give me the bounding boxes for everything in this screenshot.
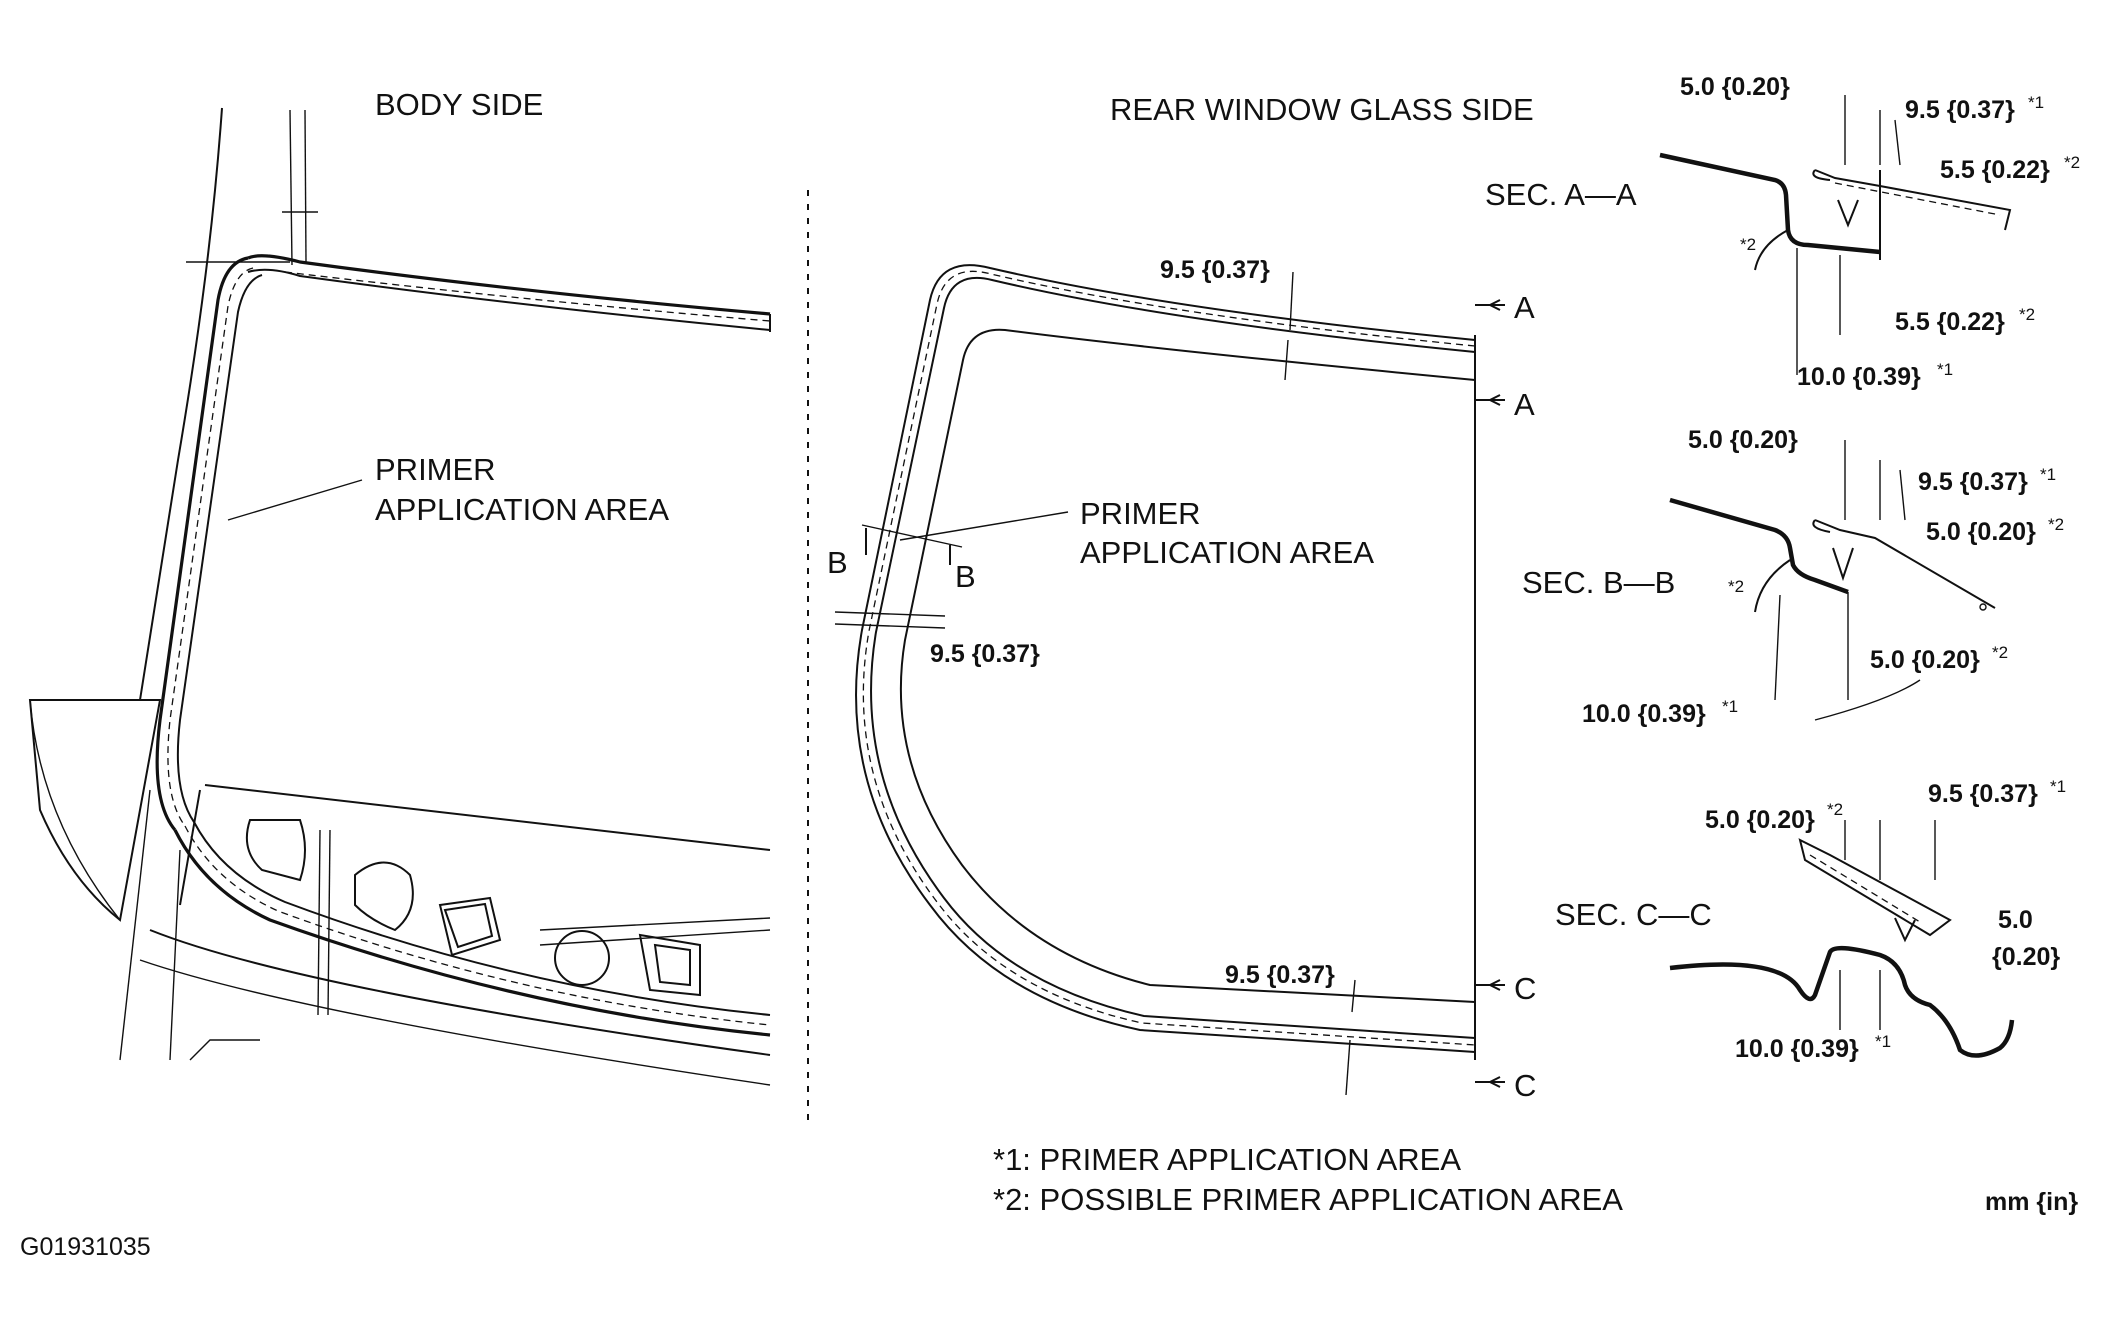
section-bb-dim5-mark: *1: [1722, 697, 1738, 716]
section-aa-dim3-mark: *2: [2064, 153, 2080, 172]
bottom-band-dimension: 9.5 {0.37}: [1225, 961, 1335, 989]
section-bb-dim2: 9.5 {0.37}: [1918, 468, 2028, 496]
side-band-dimension: 9.5 {0.37}: [930, 640, 1040, 668]
section-bb-drawing: [1669, 440, 1996, 721]
section-bb-dim2-mark: *1: [2040, 465, 2056, 484]
section-cc-dim3-line2: {0.20}: [1992, 943, 2060, 971]
section-aa-title: SEC. A—A: [1485, 177, 1637, 212]
section-bb-dim5: 10.0 {0.39}: [1582, 700, 1706, 728]
section-aa-dim5: 10.0 {0.39}: [1797, 363, 1921, 391]
section-aa-dim4-mark: *2: [2019, 305, 2035, 324]
section-bb-dim4-mark: *2: [1992, 643, 2008, 662]
glass-primer-label-line1: PRIMER: [1080, 496, 1201, 531]
section-aa-dim2-mark: *1: [2028, 93, 2044, 112]
section-cc-dim3-line1: 5.0: [1998, 906, 2033, 934]
body-primer-label-line1: PRIMER: [375, 452, 496, 487]
section-cc-dim4-mark: *1: [1875, 1032, 1891, 1051]
section-aa-dim4: 5.5 {0.22}: [1895, 308, 2005, 336]
section-aa-drawing: [1659, 95, 2012, 375]
glass-primer-label-line2: APPLICATION AREA: [1080, 535, 1374, 570]
section-aa-dim1: 5.0 {0.20}: [1680, 73, 1790, 101]
top-band-dimension: 9.5 {0.37}: [1160, 256, 1270, 284]
section-cc-dim1: 5.0 {0.20}: [1705, 806, 1815, 834]
section-bb-dim1: 5.0 {0.20}: [1688, 426, 1798, 454]
section-cc-title: SEC. C—C: [1555, 897, 1712, 932]
section-aa-dim3: 5.5 {0.22}: [1940, 156, 2050, 184]
cut-a-upper: A: [1514, 290, 1535, 325]
section-cc-dim2: 9.5 {0.37}: [1928, 780, 2038, 808]
body-primer-label-line2: APPLICATION AREA: [375, 492, 669, 527]
body-side-title: BODY SIDE: [375, 87, 543, 122]
section-bb-title: SEC. B—B: [1522, 565, 1675, 600]
section-bb-dim3-mark: *2: [2048, 515, 2064, 534]
cut-b-left: B: [827, 545, 848, 580]
cut-a-lower: A: [1514, 387, 1535, 422]
section-cc-dim2-mark: *1: [2050, 777, 2066, 796]
glass-side-drawing: [834, 264, 1505, 1096]
body-side-drawing: [28, 107, 771, 1086]
units-label: mm {in}: [1985, 1188, 2078, 1216]
cut-b-right: B: [955, 559, 976, 594]
section-cc-dim4: 10.0 {0.39}: [1735, 1035, 1859, 1063]
note-possible-primer-area: *2: POSSIBLE PRIMER APPLICATION AREA: [993, 1182, 1623, 1217]
glass-side-title: REAR WINDOW GLASS SIDE: [1110, 92, 1534, 127]
note-primer-area: *1: PRIMER APPLICATION AREA: [993, 1142, 1461, 1177]
section-cc-dim1-mark: *2: [1827, 800, 1843, 819]
section-aa-angle-mark: *2: [1740, 235, 1756, 254]
section-cc-drawing: [1669, 820, 2015, 1058]
section-bb-angle-mark: *2: [1728, 577, 1744, 596]
section-bb-dim4: 5.0 {0.20}: [1870, 646, 1980, 674]
cut-c-lower: C: [1514, 1068, 1536, 1103]
body-leader-line: [227, 479, 363, 521]
section-bb-dim3: 5.0 {0.20}: [1926, 518, 2036, 546]
figure-id: G01931035: [20, 1233, 151, 1261]
cut-c-upper: C: [1514, 971, 1536, 1006]
section-aa-dim2: 9.5 {0.37}: [1905, 96, 2015, 124]
section-aa-dim5-mark: *1: [1937, 360, 1953, 379]
